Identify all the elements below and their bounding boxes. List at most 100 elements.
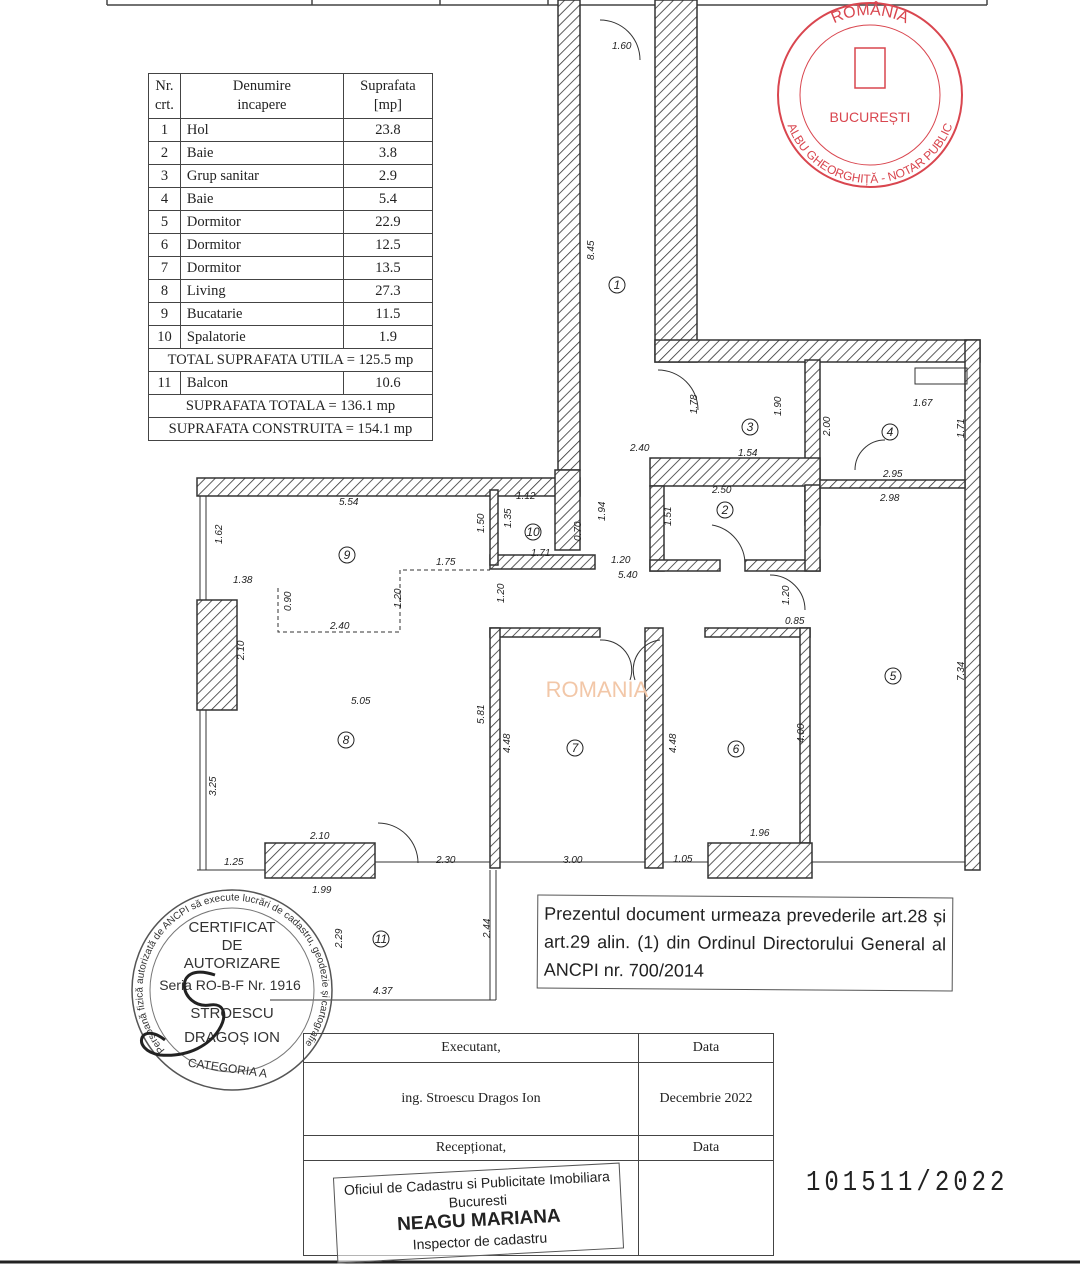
dimension-label: 2.10	[309, 831, 330, 842]
room-number: 9	[344, 548, 351, 562]
cert-line: CERTIFICAT	[189, 919, 276, 936]
room-number: 4	[887, 425, 894, 439]
row-name: Living	[179, 279, 344, 303]
dimension-label: 1.54	[738, 448, 758, 459]
dimension-label: 1.67	[913, 398, 933, 409]
dimension-label: 0.90	[283, 591, 294, 611]
header-area2: [mp]	[373, 97, 403, 113]
dimension-label: 1.71	[531, 548, 550, 559]
row-nr: 8	[148, 279, 181, 303]
notary-city: BUCUREȘTI	[830, 109, 911, 125]
row-area: 23.8	[342, 118, 433, 142]
dimension-label: 1.75	[436, 557, 456, 568]
row-area: 11.5	[342, 302, 433, 326]
header-area: Suprafata	[360, 78, 416, 94]
executant-date: Decembrie 2022	[638, 1062, 774, 1136]
row-area: 12.5	[342, 233, 433, 257]
dimension-label: 2.44	[482, 918, 493, 939]
dimension-label: 1.05	[673, 854, 693, 865]
row-area: 1.9	[342, 325, 433, 349]
dimension-label: 2.30	[435, 855, 456, 866]
row-name: Baie	[179, 141, 344, 165]
row-nr: 3	[148, 164, 181, 188]
row-name: Spalatorie	[179, 325, 344, 349]
watermark: ROMANIA	[546, 677, 649, 702]
row-area: 5.4	[342, 187, 433, 211]
notary-country: ROMÂNIA	[829, 0, 912, 27]
dimension-label: 2.40	[629, 443, 650, 454]
dimension-label: 1.20	[496, 583, 507, 603]
dimension-label: 1.90	[773, 396, 784, 416]
total-util: TOTAL SUPRAFATA UTILA = 125.5 mp	[148, 348, 433, 372]
total-construita: SUPRAFATA CONSTRUITA = 154.1 mp	[148, 417, 433, 441]
row-area: 2.9	[342, 164, 433, 188]
room-number: 2	[721, 503, 729, 517]
dimension-label: 1.78	[689, 394, 700, 414]
header-nr2: crt.	[155, 97, 174, 113]
dimension-label: 2.50	[711, 485, 732, 496]
data-label: Data	[638, 1033, 774, 1063]
room-number-circle	[338, 546, 356, 564]
row-nr: 1	[148, 118, 181, 142]
row-name: Hol	[179, 118, 344, 142]
dimension-label: 1.96	[750, 828, 770, 839]
dimension-label: 4.48	[668, 733, 679, 753]
dimension-label: 1.50	[476, 513, 487, 533]
dimension-label: 1.20	[611, 555, 631, 566]
dimension-label: 4.00	[796, 723, 807, 743]
cert-category: CATEGORIA A	[187, 1056, 268, 1081]
table-row: 11 Balcon 10.6	[148, 371, 433, 395]
dimension-label: 1.60	[612, 41, 632, 52]
dimension-label: 3.00	[563, 855, 583, 866]
table-row: SUPRAFATA CONSTRUITA = 154.1 mp	[148, 417, 433, 441]
window-lines	[197, 19, 968, 1001]
dimension-label: 1.20	[781, 585, 792, 605]
cert-line: DRAGOȘ ION	[184, 1029, 280, 1046]
row-nr: 11	[148, 371, 181, 395]
room-number-circle	[337, 731, 355, 749]
room-number: 3	[747, 420, 754, 434]
dimension-label: 1.62	[214, 524, 225, 544]
dimension-label: 2.10	[236, 640, 247, 661]
dimension-label: 2.40	[329, 621, 350, 632]
dimension-label: 1.99	[312, 885, 332, 896]
room-number-circle	[884, 667, 902, 685]
row-name: Dormitor	[179, 256, 344, 280]
registration-number: 101511/2022	[806, 1167, 1009, 1200]
dimension-label: 0.85	[785, 616, 805, 627]
dimension-label: 5.40	[618, 570, 638, 581]
row-area: 3.8	[342, 141, 433, 165]
row-nr: 7	[148, 256, 181, 280]
dimension-label: 2.98	[879, 493, 900, 504]
room-number: 6	[733, 742, 740, 756]
room-number-circle	[716, 501, 734, 519]
header-name2: incapere	[237, 97, 287, 113]
room-number-circle	[741, 418, 759, 436]
row-area: 22.9	[342, 210, 433, 234]
row-name: Balcon	[179, 371, 344, 395]
notice-box: Prezentul document urmeaza prevederile a…	[536, 894, 954, 992]
dimension-label: 1.12	[516, 491, 536, 502]
room-number-circle	[608, 276, 626, 294]
header-nr: Nr.	[155, 78, 174, 94]
ocpi-stamp: Oficiul de Cadastru si Publicitate Imobi…	[332, 1162, 625, 1264]
row-name: Dormitor	[179, 210, 344, 234]
dimension-label: 3.25	[208, 776, 219, 796]
executant-name: ing. Stroescu Dragos Ion	[303, 1062, 639, 1136]
room-number: 7	[572, 741, 580, 755]
table-row: SUPRAFATA TOTALA = 136.1 mp	[148, 394, 433, 418]
walls	[196, 0, 981, 879]
receptionat-date-cell	[638, 1160, 774, 1256]
executant-label: Executant,	[303, 1033, 639, 1063]
row-nr: 4	[148, 187, 181, 211]
row-name: Dormitor	[179, 233, 344, 257]
row-name: Baie	[179, 187, 344, 211]
